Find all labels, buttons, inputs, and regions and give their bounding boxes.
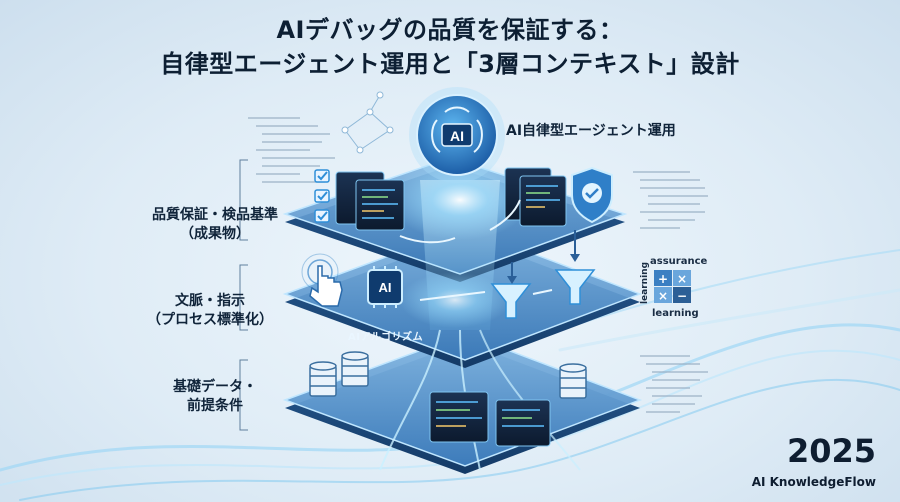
code-window-icon	[335, 171, 405, 231]
layer-label-context-line2: （プロセス標準化）	[147, 312, 273, 328]
matrix-cell-1: +	[658, 272, 668, 286]
code-window-icon	[504, 167, 567, 227]
ai-agent-label: AI自律型エージェント運用	[506, 123, 676, 139]
matrix-top-label: assurance	[650, 256, 708, 267]
layer-label-quality: 品質保証・検品基準 （成果物）	[150, 206, 280, 244]
layer-label-quality-line2: （成果物）	[180, 226, 250, 242]
flow-arrows-middle	[419, 262, 553, 301]
brand-name: AI KnowledgeFlow	[751, 475, 876, 489]
label-brackets	[239, 159, 248, 431]
checklist-icon	[314, 169, 330, 223]
network-icon	[341, 91, 394, 154]
title-line-1: AIデバッグの品質を保証する：	[276, 16, 624, 44]
code-snippet-right-top	[633, 171, 708, 229]
matrix-left-label: learning	[640, 262, 650, 304]
shield-check-icon	[571, 166, 613, 224]
matrix-bottom-label: learning	[652, 308, 699, 319]
layer-label-context: 文脈・指示 （プロセス標準化）	[140, 292, 280, 330]
ai-algorithm-caption: AIアルゴリズム	[348, 332, 424, 343]
ai-chip-icon	[367, 266, 403, 308]
matrix-cell-4: −	[677, 289, 687, 303]
layer-label-quality-line1: 品質保証・検品基準	[152, 207, 278, 223]
code-window-icon	[429, 391, 551, 447]
matrix-cell-2: ×	[677, 272, 687, 286]
ai-brain-icon	[409, 87, 505, 183]
code-snippet-left	[248, 117, 335, 183]
code-snippet-right-bottom	[640, 355, 708, 413]
database-icon	[309, 351, 587, 399]
funnel-icon	[490, 269, 596, 319]
title-line-2: 自律型エージェント運用と「3層コンテキスト」設計	[160, 50, 740, 78]
hand-pointer-icon	[301, 253, 343, 307]
assurance-matrix	[654, 270, 691, 303]
year: 2025	[786, 432, 876, 470]
layer-label-data: 基礎データ・ 前提条件	[150, 378, 280, 416]
layer-label-context-line1: 文脈・指示	[175, 293, 245, 309]
matrix-cell-3: ×	[658, 289, 668, 303]
ai-hub-text: AI	[450, 128, 464, 144]
ai-chip-text: AI	[379, 280, 392, 295]
layer-label-data-line1: 基礎データ・	[173, 379, 257, 395]
flow-arrows-top	[399, 199, 580, 262]
layer-label-data-line2: 前提条件	[187, 398, 243, 414]
